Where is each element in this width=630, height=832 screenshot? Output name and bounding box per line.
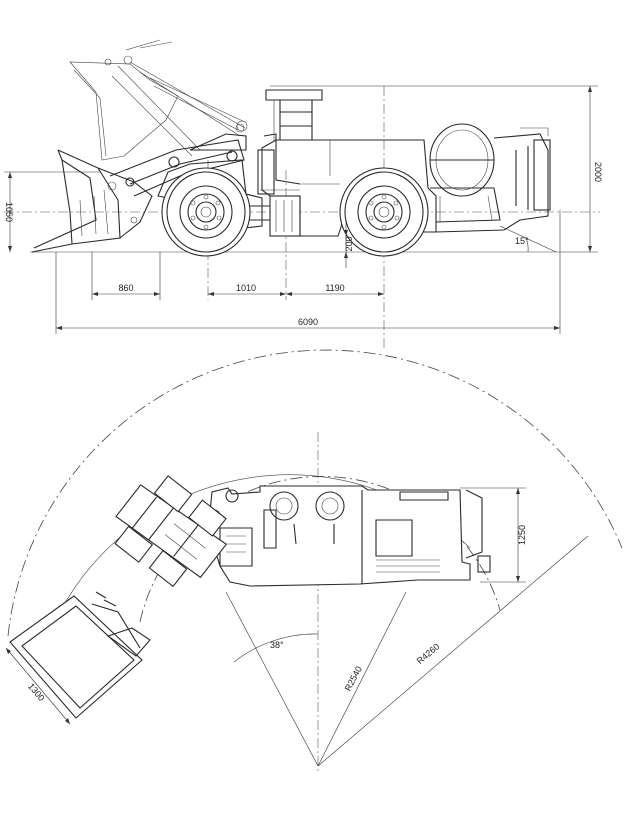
dim-departure-angle	[499, 225, 557, 253]
lowered-bucket	[31, 149, 153, 253]
lowered-boom	[109, 123, 247, 197]
dim-articulation-angle-label: 38°	[270, 640, 284, 650]
operator-canopy	[265, 89, 323, 142]
rear-counterweight	[435, 127, 551, 233]
side-view: 2000 1050 200 15°	[4, 39, 603, 350]
dim-outer-radius-label: R4260	[415, 641, 442, 666]
articulation-angle-line	[225, 591, 319, 767]
rear-frame-top	[207, 485, 491, 587]
dim-front-axle-label: 1010	[236, 283, 256, 293]
dim-bucket-height-label: 1050	[4, 202, 14, 222]
dim-overall-height-label: 2000	[593, 162, 603, 182]
rear-wheel	[339, 167, 429, 257]
inner-radius-line	[317, 591, 407, 767]
cable-reel	[429, 123, 501, 223]
dim-ground-clearance	[344, 222, 348, 268]
front-frame-top	[114, 475, 228, 588]
dim-rear-axle-label: 1190	[325, 283, 344, 293]
dim-overall-length	[55, 210, 561, 334]
outer-radius-line	[317, 535, 589, 767]
dim-ground-clearance-label: 200	[344, 236, 354, 251]
dim-width-label: 1250	[517, 525, 527, 545]
articulation-angle-arc	[233, 633, 319, 663]
bucket-top	[9, 591, 151, 719]
dim-width	[460, 487, 526, 583]
dim-bucket-width	[5, 647, 71, 725]
raised-bucket	[69, 39, 179, 161]
dim-overall-length-label: 6090	[298, 317, 318, 327]
outer-turning-arc	[7, 349, 623, 637]
top-view: 38° R2540 R4260	[5, 349, 623, 772]
raised-boom	[111, 61, 248, 157]
dim-bucket-reach-label: 860	[118, 283, 133, 293]
dim-inner-radius-label: R2540	[343, 665, 364, 693]
dim-overall-height	[270, 85, 598, 253]
dim-row-1	[91, 252, 384, 300]
dim-departure-angle-label: 15°	[515, 236, 529, 246]
dim-bucket-height	[4, 171, 100, 252]
dim-bucket-width-label: 1300	[26, 681, 47, 703]
front-wheel	[161, 167, 251, 257]
